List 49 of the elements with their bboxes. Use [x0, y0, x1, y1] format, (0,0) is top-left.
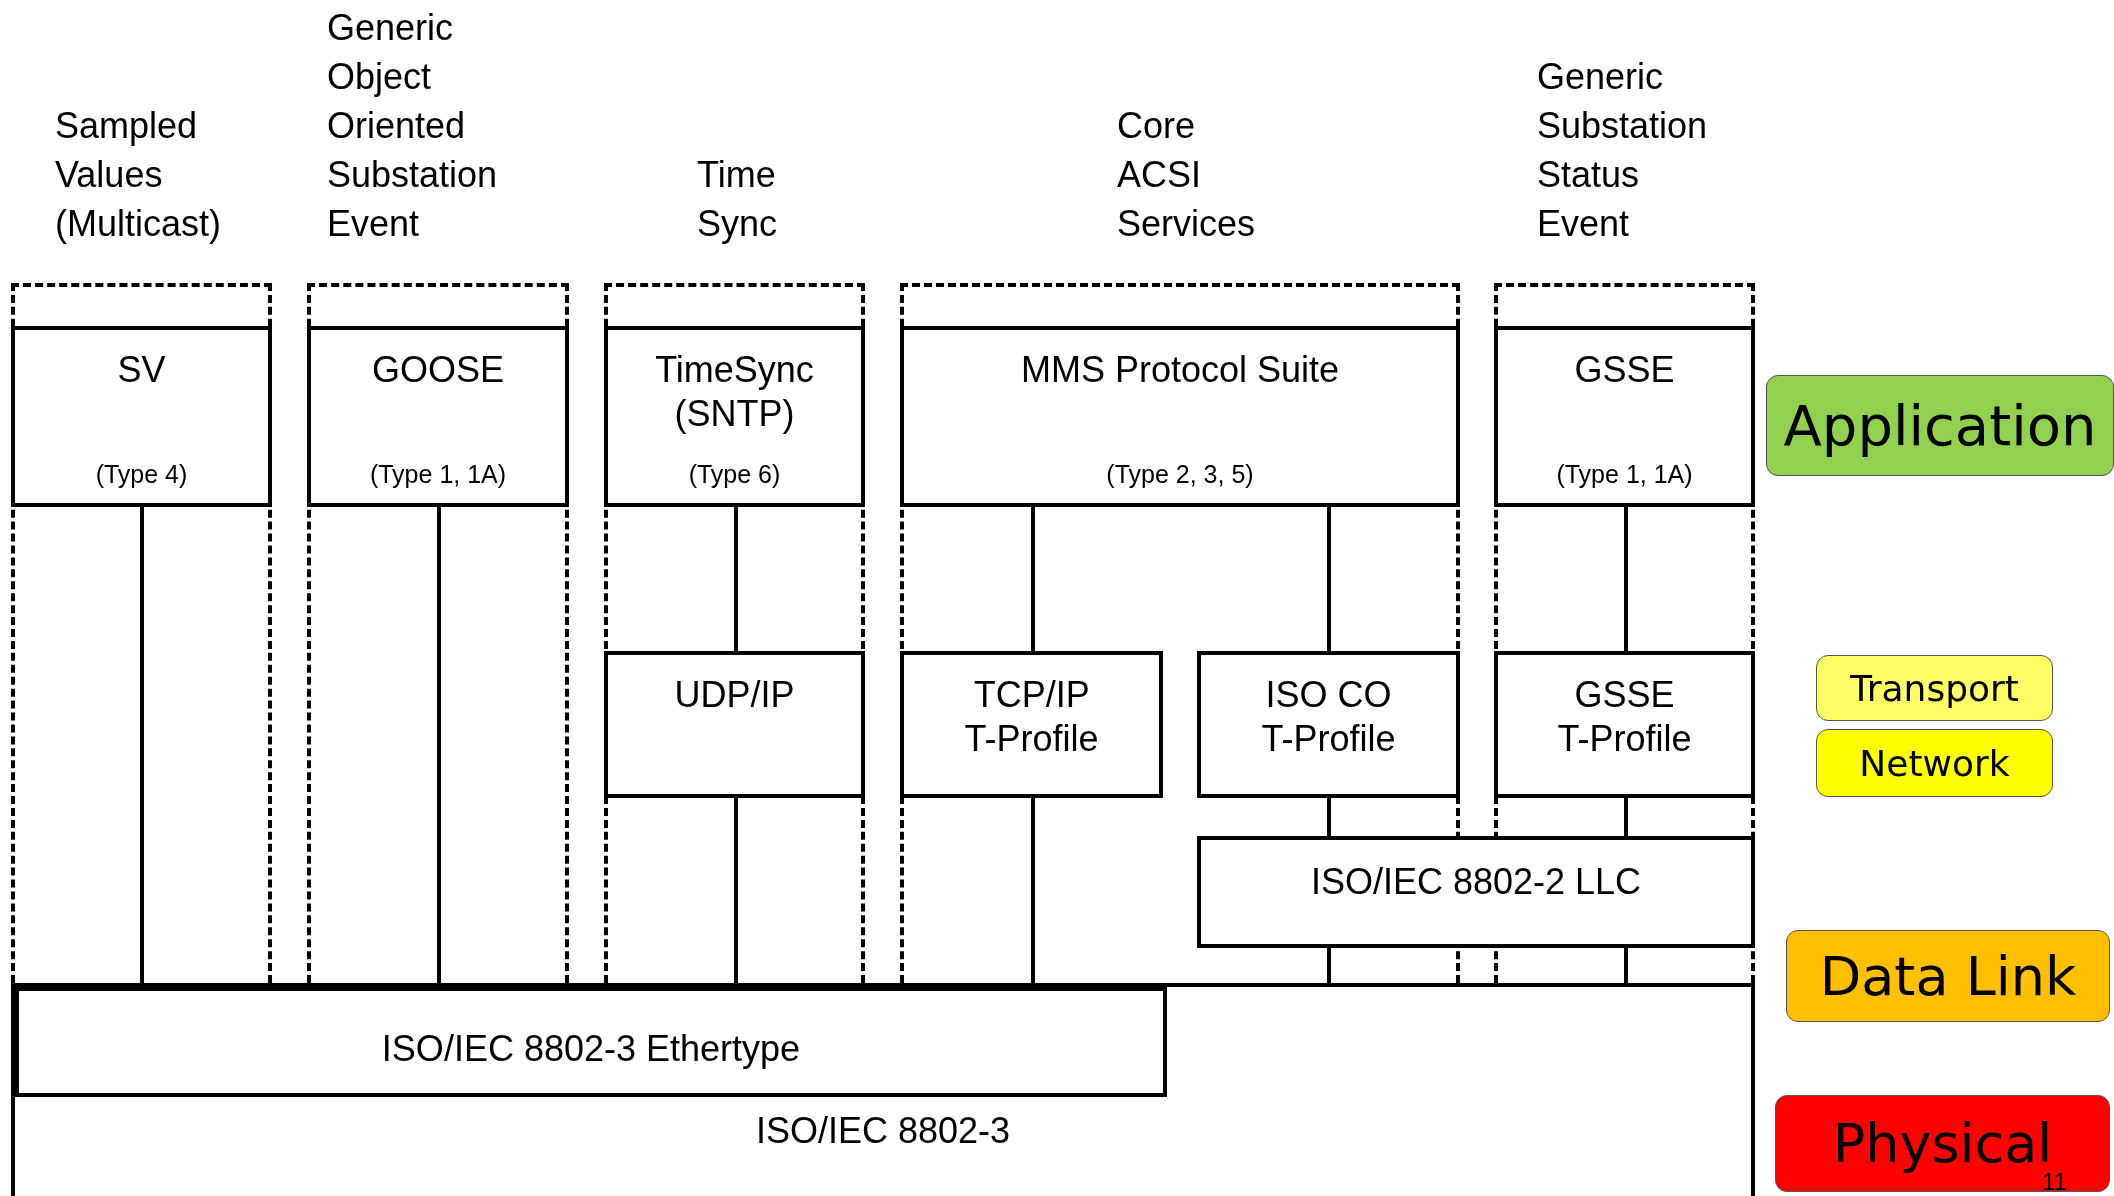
connector-line	[734, 507, 738, 651]
message-type: (Type 6)	[688, 459, 781, 489]
protocol-name: UDP/IP	[674, 673, 795, 717]
protocol-box	[900, 651, 1163, 798]
connector-line	[140, 507, 144, 983]
protocol-name: GSSE T-Profile	[1556, 673, 1693, 761]
connector-line	[1327, 507, 1331, 651]
protocol-box	[307, 326, 569, 507]
connector-line	[1624, 798, 1628, 836]
protocol-box	[1197, 836, 1755, 948]
layer-label: Application	[1766, 375, 2114, 476]
layer-label: Network	[1816, 729, 2053, 797]
connector-line	[1031, 798, 1035, 983]
group-heading: Sampled Values (Multicast)	[55, 104, 221, 246]
protocol-box	[604, 326, 865, 507]
connector-line	[437, 507, 441, 983]
group-heading: Generic Substation Status Event	[1537, 55, 1708, 246]
connector-line	[1624, 507, 1628, 651]
protocol-box	[604, 651, 865, 798]
protocol-box	[11, 326, 272, 507]
message-type: (Type 1, 1A)	[369, 459, 507, 489]
group-heading: Generic Object Oriented Substation Event	[327, 6, 498, 246]
message-type: (Type 1, 1A)	[1556, 459, 1693, 489]
connector-line	[1031, 507, 1035, 651]
protocol-name: TimeSync (SNTP)	[654, 348, 815, 436]
protocol-box	[1494, 326, 1755, 507]
connector-line	[1327, 948, 1331, 983]
message-type: (Type 2, 3, 5)	[1106, 459, 1254, 489]
protocol-box	[900, 326, 1460, 507]
group-heading: Core ACSI Services	[1117, 104, 1256, 246]
connector-line	[734, 798, 738, 983]
protocol-name: ISO/IEC 8802-2 LLC	[1310, 860, 1642, 904]
connector-line	[1327, 798, 1331, 836]
protocol-name: ISO/IEC 8802-3 Ethertype	[381, 1027, 801, 1071]
protocol-name: MMS Protocol Suite	[1020, 348, 1340, 392]
layer-label: Data Link	[1786, 930, 2110, 1022]
protocol-name: GSSE	[1574, 348, 1675, 392]
protocol-name: SV	[117, 348, 166, 392]
physical-layer-box	[11, 983, 1755, 1196]
message-type: (Type 4)	[95, 459, 188, 489]
protocol-name: TCP/IP T-Profile	[963, 673, 1100, 761]
protocol-name: ISO/IEC 8802-3	[755, 1109, 1011, 1153]
protocol-box	[1494, 651, 1755, 798]
layer-label: Transport	[1816, 655, 2053, 721]
protocol-name: GOOSE	[372, 348, 504, 392]
connector-line	[1624, 948, 1628, 983]
protocol-name: ISO CO T-Profile	[1260, 673, 1397, 761]
group-heading: Time Sync	[697, 153, 778, 246]
protocol-box	[1197, 651, 1460, 798]
